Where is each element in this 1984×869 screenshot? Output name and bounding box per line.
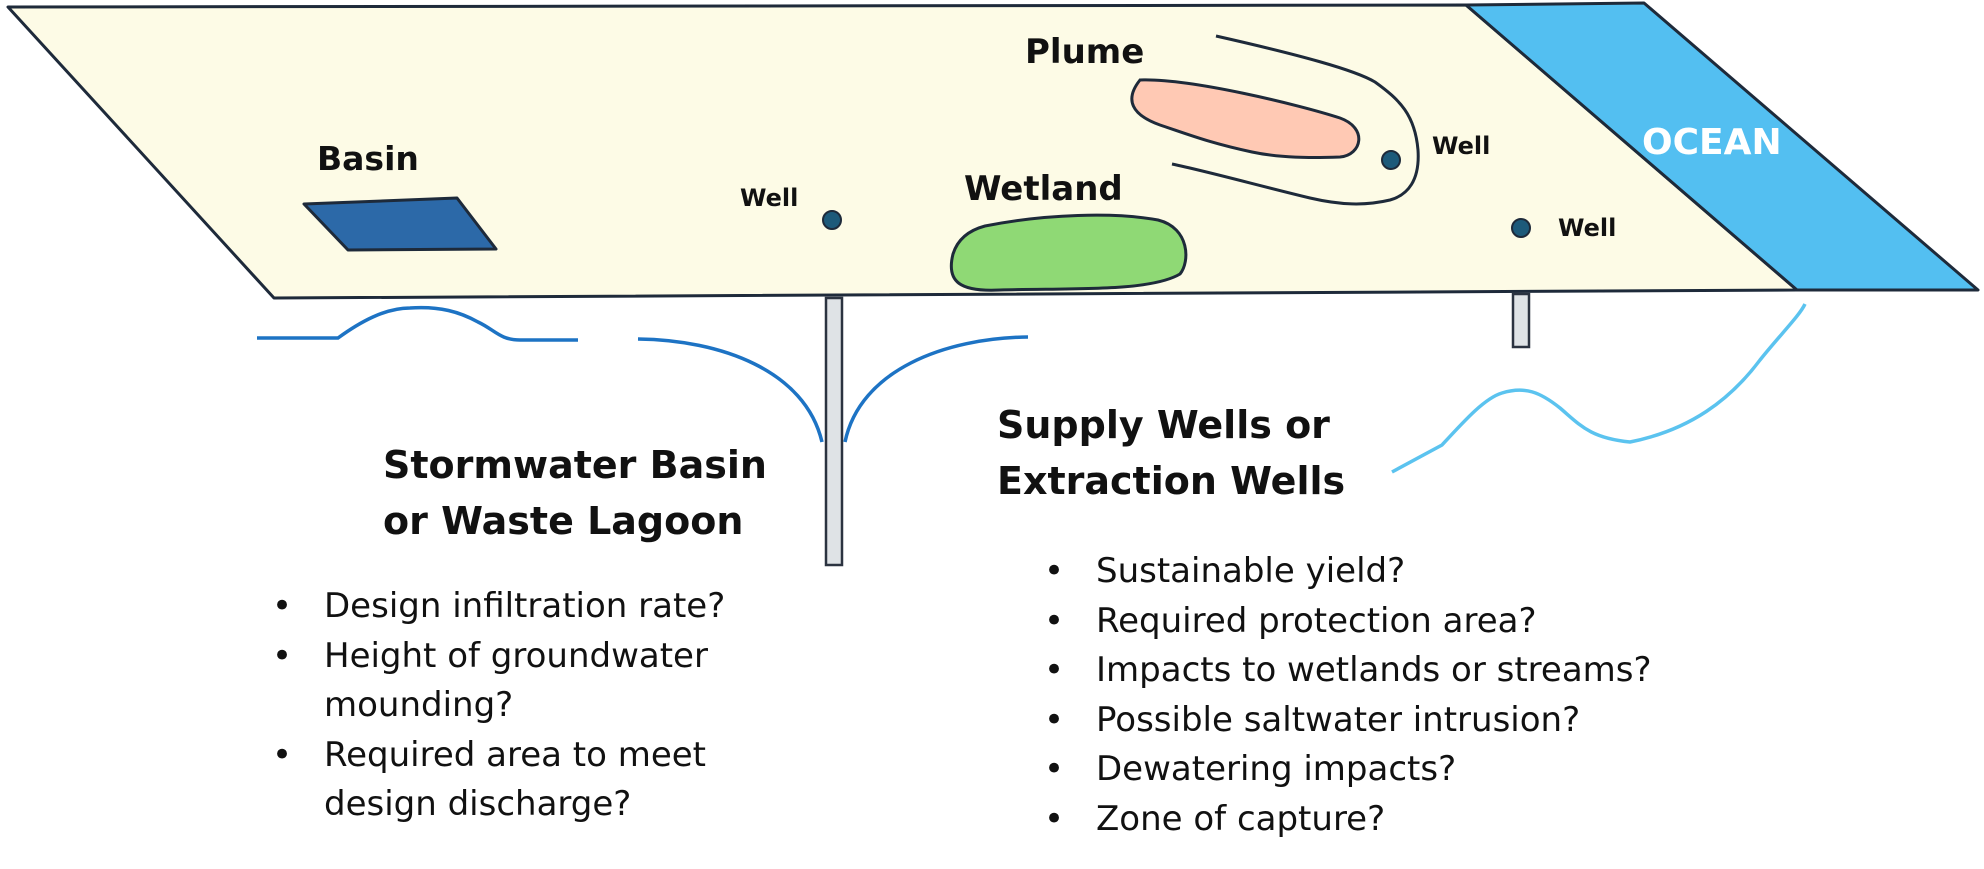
left-question-list: Design infiltration rate? Height of grou… (272, 582, 725, 830)
basin-shape (302, 196, 498, 252)
right-question-item: Sustainable yield? (1044, 547, 1652, 597)
capture-zone-outline (1171, 34, 1420, 206)
well-right-label: Well (1558, 214, 1616, 242)
right-heading-line-1: Supply Wells or (997, 403, 1330, 447)
water-table-coastal (1391, 303, 1807, 474)
left-question-3-line-2: design discharge? (324, 784, 632, 824)
well-left-dot (822, 210, 842, 230)
ocean-strip (1464, 1, 1980, 292)
well-plume-dot (1381, 150, 1401, 170)
right-question-3: Impacts to wetlands or streams? (1096, 650, 1652, 690)
right-question-1: Sustainable yield? (1096, 551, 1406, 591)
right-question-6: Zone of capture? (1096, 798, 1386, 839)
left-heading-line-2: or Waste Lagoon (383, 499, 744, 543)
ocean-label: OCEAN (1642, 122, 1782, 163)
right-question-list: Sustainable yield? Required protection a… (1044, 547, 1652, 844)
well-right-dot (1511, 218, 1531, 238)
right-panel-heading: Supply Wells or Extraction Wells (997, 397, 1345, 509)
wetland-label: Wetland (964, 169, 1123, 209)
water-table-cone-left (637, 337, 824, 443)
well-casing-left (824, 296, 844, 567)
right-question-5: Dewatering impacts? (1096, 749, 1457, 789)
water-table-cone-right (843, 335, 1029, 443)
right-heading-line-2: Extraction Wells (997, 459, 1346, 503)
well-left-label: Well (740, 184, 798, 212)
left-question-2-line-2: mounding? (324, 685, 514, 725)
well-casing-right (1511, 292, 1531, 349)
left-question-item: Height of groundwater mounding? (272, 632, 725, 731)
plume-label: Plume (1025, 32, 1144, 72)
right-question-item: Zone of capture? (1044, 795, 1652, 845)
left-question-item: Required area to meet design discharge? (272, 731, 725, 830)
right-question-item: Dewatering impacts? (1044, 745, 1652, 795)
right-question-item: Possible saltwater intrusion? (1044, 696, 1652, 746)
right-question-2: Required protection area? (1096, 600, 1537, 641)
right-question-4: Possible saltwater intrusion? (1096, 699, 1581, 740)
right-question-item: Required protection area? (1044, 597, 1652, 647)
left-question-1-line-1: Design infiltration rate? (324, 586, 726, 626)
well-plume-label: Well (1432, 132, 1490, 160)
left-question-2-line-1: Height of groundwater (324, 635, 708, 676)
left-heading-line-1: Stormwater Basin (383, 443, 767, 487)
wetland-shape (949, 213, 1188, 292)
water-table-mound (257, 305, 578, 342)
left-question-3-line-1: Required area to meet (324, 734, 706, 775)
plume-shape (1130, 78, 1361, 159)
right-question-item: Impacts to wetlands or streams? (1044, 646, 1652, 696)
basin-label: Basin (317, 139, 419, 178)
left-panel-heading: Stormwater Basin or Waste Lagoon (383, 437, 767, 549)
left-question-item: Design infiltration rate? (272, 582, 725, 632)
